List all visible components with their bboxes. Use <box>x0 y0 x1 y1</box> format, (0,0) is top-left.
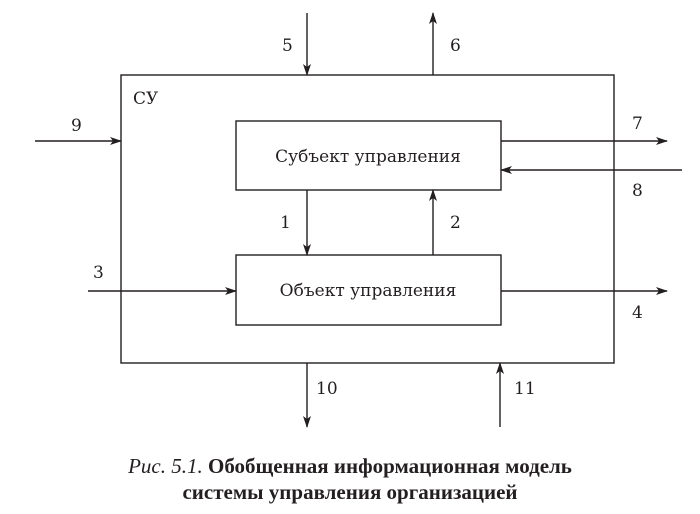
object-box <box>235 254 502 326</box>
label-1: 1 <box>280 213 291 233</box>
label-10: 10 <box>316 379 338 399</box>
label-6: 6 <box>450 36 461 56</box>
label-7: 7 <box>632 114 643 134</box>
label-8: 8 <box>632 181 643 201</box>
label-9: 9 <box>71 116 82 136</box>
subject-box <box>235 120 502 191</box>
label-2: 2 <box>450 213 461 233</box>
label-4: 4 <box>632 303 643 323</box>
label-5: 5 <box>282 36 293 56</box>
caption-title-2: системы управления организацией <box>182 480 518 504</box>
figure-caption-line1: Рис. 5.1. Обобщенная информационная моде… <box>0 453 700 479</box>
system-label: СУ <box>133 89 159 109</box>
caption-title-1: Обобщенная информационная модель <box>202 454 572 478</box>
subject-box-label: Субъект управления <box>275 147 461 167</box>
object-box-label: Объект управления <box>280 281 457 301</box>
label-3: 3 <box>93 263 104 283</box>
figure-caption-line2: системы управления организацией <box>0 479 700 505</box>
figure-number: Рис. 5.1. <box>128 454 203 478</box>
label-11: 11 <box>514 379 536 399</box>
